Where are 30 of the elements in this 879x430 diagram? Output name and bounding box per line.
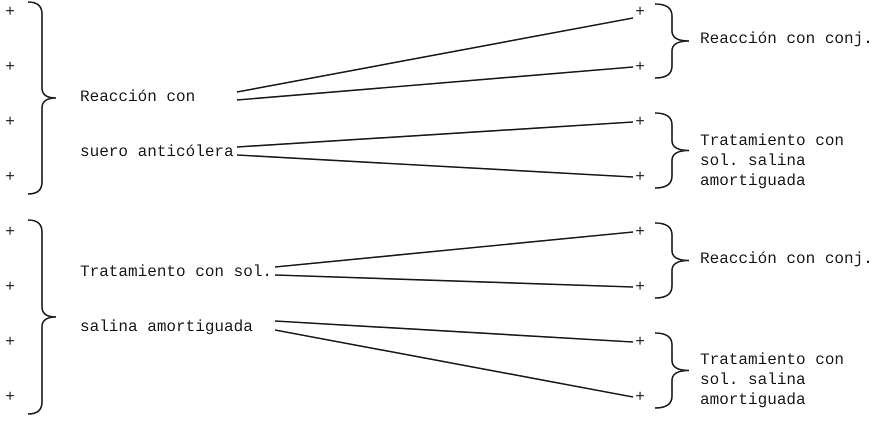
connector-line xyxy=(236,121,634,148)
connector-line xyxy=(274,231,634,268)
outcome-label: Tratamiento con sol. salina amortiguada xyxy=(700,131,846,191)
plus-sign: + xyxy=(4,387,16,407)
outcome-label: Reacción con conj. xyxy=(700,30,873,48)
plus-sign: + xyxy=(4,277,16,297)
connector-line xyxy=(274,329,634,398)
plus-sign: + xyxy=(4,167,16,187)
plus-sign: + xyxy=(4,2,16,22)
connector-line xyxy=(236,17,634,93)
plus-sign: + xyxy=(633,2,647,22)
plus-sign: + xyxy=(633,332,647,352)
plus-sign: + xyxy=(4,112,16,132)
connector-line xyxy=(236,154,634,178)
plus-sign: + xyxy=(4,222,16,242)
plus-sign: + xyxy=(633,167,647,187)
connector-line xyxy=(274,274,634,288)
plus-sign: + xyxy=(633,112,647,132)
plus-sign: + xyxy=(633,387,647,407)
connector-line xyxy=(236,66,634,101)
plus-sign: + xyxy=(4,332,16,352)
plus-sign: + xyxy=(633,222,647,242)
plus-sign: + xyxy=(633,57,647,77)
group-label: Reacción con suero anticólera xyxy=(80,70,245,180)
group-label: Tratamiento con sol. salina amortiguada xyxy=(80,245,285,355)
plus-sign: + xyxy=(633,277,647,297)
connector-line xyxy=(274,320,634,343)
outcome-label: Reacción con conj. xyxy=(700,250,873,268)
plus-sign: + xyxy=(4,57,16,77)
outcome-label: Tratamiento con sol. salina amortiguada xyxy=(700,350,846,410)
